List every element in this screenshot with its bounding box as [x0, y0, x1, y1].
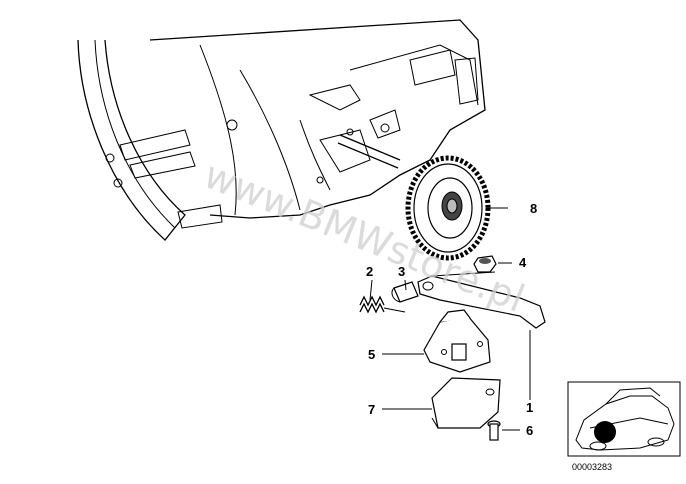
- callout-8: 8: [530, 201, 537, 216]
- part-1-lever: [417, 271, 546, 329]
- car-location-inset: [567, 381, 681, 457]
- part-6-bolt: [487, 420, 501, 441]
- callout-7: 7: [368, 402, 375, 417]
- callout-6: 6: [526, 423, 533, 438]
- part-7-plate: [431, 377, 501, 429]
- leader-lines: [369, 207, 531, 431]
- part-3-pin: [391, 281, 419, 303]
- callout-5: 5: [368, 347, 375, 362]
- callout-2: 2: [366, 264, 373, 279]
- transmission-housing: [77, 19, 486, 241]
- callout-4: 4: [519, 255, 527, 270]
- callout-1: 1: [526, 400, 533, 415]
- reference-code: 00003283: [572, 462, 612, 472]
- part-2-spring: [359, 295, 406, 314]
- part-5-bracket: [423, 309, 491, 373]
- location-marker: [594, 421, 616, 443]
- callout-3: 3: [398, 264, 405, 279]
- part-8-gear: [405, 155, 491, 261]
